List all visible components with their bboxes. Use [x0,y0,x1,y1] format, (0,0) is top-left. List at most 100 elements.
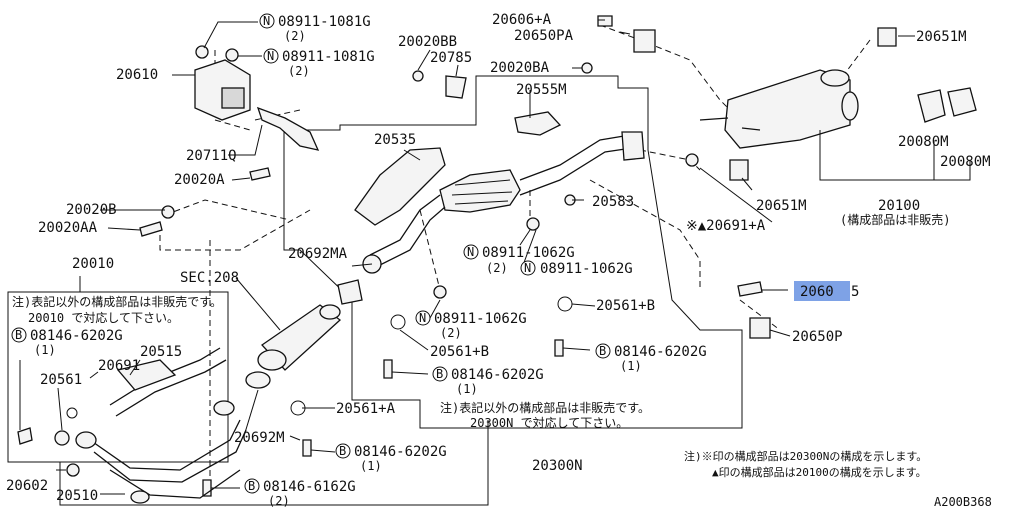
leader-lines [19,19,971,495]
nut-20020b [161,205,175,219]
frames [7,75,743,506]
flange [75,431,97,449]
label-08146-6202g-b[interactable]: 08146-6202G [614,344,707,360]
label-20020b[interactable]: 20020B [66,202,117,218]
b-mark: B [339,444,346,458]
label-08911-1062g-c[interactable]: 08911-1062G [434,311,527,327]
label-20605-tail: 5 [851,284,859,300]
b-mark-icon [335,443,351,459]
label-20606a[interactable]: 20606+A [492,12,552,28]
n-mark-icon [259,13,275,29]
qty-2: (2) [486,261,508,275]
label-08146-6202g-c[interactable]: 08146-6202G [451,367,544,383]
label-08911-1081g-a[interactable]: 08911-1081G [278,14,371,30]
label-20692m[interactable]: 20692M [234,430,285,446]
b-mark-icon [244,478,260,494]
label-20785[interactable]: 20785 [430,50,472,66]
part-labels: 20606+A 20650PA 20651M N 08911-1081G (2)… [6,12,992,509]
label-20691a[interactable]: ※▲20691+A [686,218,766,234]
label-20711q[interactable]: 20711Q [186,148,237,164]
label-20583[interactable]: 20583 [592,194,634,210]
tail-tip-20080m-a [917,89,946,123]
n-mark-icon [415,310,431,326]
label-20650p[interactable]: 20650P [792,329,843,345]
diagram-code: A200B368 [934,495,992,509]
n-mark: N [524,261,531,275]
label-20561b-right[interactable]: 20561+B [596,298,655,314]
label-20080m-a[interactable]: 20080M [898,134,949,150]
label-08911-1081g-b[interactable]: 08911-1081G [282,49,375,65]
label-20510[interactable]: 20510 [56,488,98,504]
nut-20020bb [412,70,424,82]
muffler-outlet [820,69,850,87]
label-20020ba[interactable]: 20020BA [490,60,550,76]
n-mark: N [467,245,474,259]
qty-2: (2) [268,494,290,508]
hanger-20651m-top [877,27,897,47]
label-20080m-b[interactable]: 20080M [940,154,991,170]
label-20650pa[interactable]: 20650PA [514,28,574,44]
label-08911-1062g-a[interactable]: 08911-1062G [482,245,575,261]
n-mark-icon [463,244,479,260]
note-right-line-1: 注)※印の構成部品は20300Nの構成を示します。 [684,449,927,463]
n-mark-icon [263,48,279,64]
label-20692ma[interactable]: 20692MA [288,246,348,262]
label-08911-1062g-b[interactable]: 08911-1062G [540,261,633,277]
clamp-20561b [390,314,406,330]
pipe-end [319,304,341,320]
label-20020aa[interactable]: 20020AA [38,220,98,236]
flange [621,131,645,161]
frame-20510 [59,350,489,506]
pipe-end [257,349,287,371]
qty-1: (1) [34,343,56,357]
b-mark: B [248,479,255,493]
label-08146-6202g-a[interactable]: 08146-6202G [30,328,123,344]
b-mark-icon [595,343,611,359]
label-20020bb[interactable]: 20020BB [398,34,457,50]
bolt-icon [383,359,393,379]
heat-shield-20555m [514,111,562,136]
label-20691[interactable]: 20691 [98,358,140,374]
gasket-20692m [245,371,271,389]
label-08146-6202g-d[interactable]: 08146-6202G [354,444,447,460]
label-20020a[interactable]: 20020A [174,172,225,188]
label-20561[interactable]: 20561 [40,372,82,388]
nut-20020ba [581,62,593,74]
label-20561a[interactable]: 20561+A [336,401,396,417]
parts [17,15,977,504]
bolt-20605 [737,281,763,297]
b-mark: B [599,344,606,358]
bolt-20020aa [139,221,163,237]
label-sec208[interactable]: SEC.208 [180,270,239,286]
nut-icon [433,285,447,299]
label-20555m[interactable]: 20555M [516,82,567,98]
clamp [66,407,78,419]
qty-2: (2) [288,64,310,78]
muffler-end [841,91,859,121]
label-20300n[interactable]: 20300N [532,458,583,474]
nut-20602 [66,463,80,477]
label-20100[interactable]: 20100 [878,198,920,214]
label-20515[interactable]: 20515 [140,344,182,360]
label-20010[interactable]: 20010 [72,256,114,272]
label-20651m-top[interactable]: 20651M [916,29,967,45]
bolt-icon [302,439,312,457]
gasket-20561 [54,430,70,446]
label-08146-6162g[interactable]: 08146-6162G [263,479,356,495]
bolt-20020a [249,167,271,181]
label-20651m-mid[interactable]: 20651M [756,198,807,214]
b-mark: B [436,367,443,381]
bolt-20606a [597,15,613,27]
gasket-20692ma [337,279,363,305]
hanger-20651m-mid [729,159,749,181]
label-20605-highlighted[interactable]: 2060 [800,284,834,300]
label-20561b-left[interactable]: 20561+B [430,344,489,360]
label-20535[interactable]: 20535 [374,132,416,148]
mount-20785 [445,75,467,99]
n-mark-icon [520,260,536,276]
label-20610[interactable]: 20610 [116,67,158,83]
qty-1: (1) [360,459,382,473]
label-20602[interactable]: 20602 [6,478,48,494]
frame-20300n [283,75,743,429]
b-mark-icon [432,366,448,382]
